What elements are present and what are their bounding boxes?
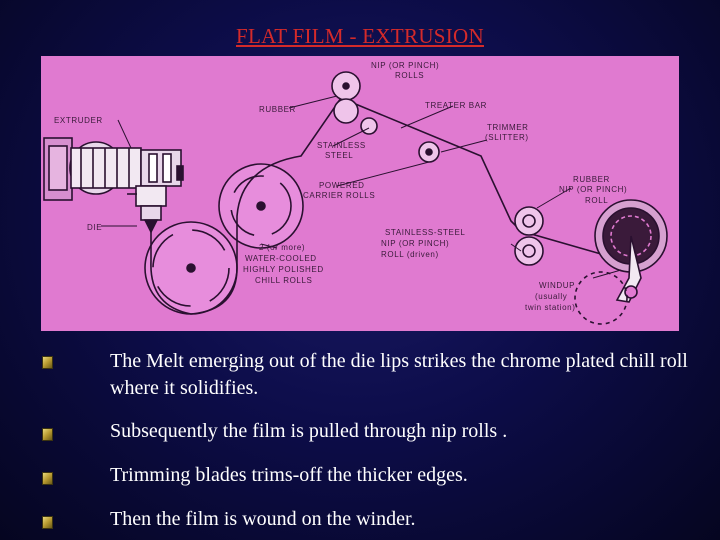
label-stainless-nip-3: ROLL (driven) [381,250,439,259]
label-treater-bar: TREATER BAR [425,101,487,110]
diagram-drawing: NIP (OR PINCH) ROLLS RUBBER TREATER BAR … [43,61,668,325]
bullet-text: The Melt emerging out of the die lips st… [110,350,688,399]
bullet-marker-icon [42,472,53,485]
label-rubber-nip-1: RUBBER [573,175,610,184]
label-windup-2: (usually [535,292,567,301]
label-die: DIE [87,223,102,232]
label-stainless-steel-1: STAINLESS [317,141,366,150]
die-block [127,185,167,234]
label-rubber-nip-2: NIP (OR PINCH) [559,185,627,194]
bullet-marker-icon [42,516,53,529]
label-rubber-top: RUBBER [259,105,296,114]
bullet-text: Trimming blades trims-off the thicker ed… [110,464,468,486]
label-trimmer-2: (SLITTER) [485,133,529,142]
film-path [150,97,602,315]
slide-title: FLAT FILM - EXTRUSION [235,24,484,48]
chill-rolls [144,163,304,315]
label-stainless-steel-2: STEEL [325,151,353,160]
label-chill-rolls-3: HIGHLY POLISHED [243,265,324,274]
top-nip-rolls [331,71,361,124]
label-extruder: EXTRUDER [54,116,103,125]
windup-reel [574,199,668,325]
label-stainless-nip-2: NIP (OR PINCH) [381,239,449,248]
bullet-marker-icon [42,356,53,369]
label-windup-3: twin station) [525,303,575,312]
label-nip-pinch-rolls-1: NIP (OR PINCH) [371,61,439,70]
label-chill-rolls-1: 2 (or more) [259,243,305,252]
label-powered-carrier-2: CARRIER ROLLS [303,191,375,200]
label-stainless-nip-1: STAINLESS-STEEL [385,228,465,237]
carrier-rolls [360,117,440,163]
label-powered-carrier-1: POWERED [319,181,365,190]
bullet-text: Subsequently the film is pulled through … [110,420,508,442]
bottom-nip-rolls [514,206,544,266]
label-trimmer-1: TRIMMER [487,123,529,132]
bullet-text: Then the film is wound on the winder. [110,508,416,530]
label-rubber-nip-3: ROLL [585,196,608,205]
label-windup-1: WINDUP [539,281,575,290]
label-chill-rolls-2: WATER-COOLED [245,254,317,263]
leader-lines [101,95,622,279]
label-nip-pinch-rolls-2: ROLLS [395,71,424,80]
bullet-marker-icon [42,428,53,441]
label-chill-rolls-4: CHILL ROLLS [255,276,312,285]
extruder-machine [43,137,184,201]
extrusion-diagram: NIP (OR PINCH) ROLLS RUBBER TREATER BAR … [41,56,679,331]
